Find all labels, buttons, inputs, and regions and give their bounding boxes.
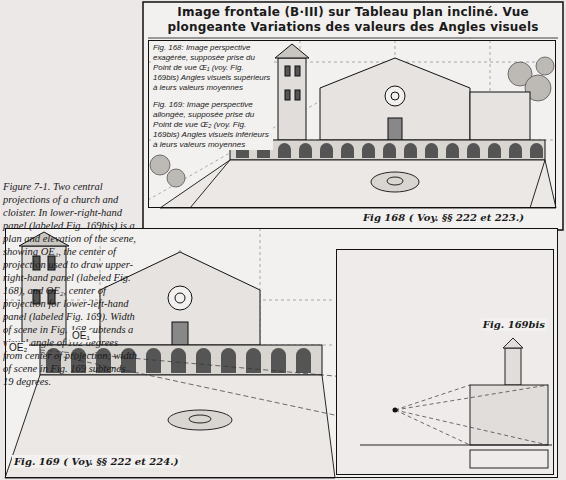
arch <box>488 143 501 158</box>
arch <box>446 143 459 158</box>
arch <box>404 143 417 158</box>
panel-label: Fig. 169bis <box>481 318 547 331</box>
arch <box>383 143 396 158</box>
panel-label: Fig. 169 ( Voy. §§ 222 et 224.) <box>12 455 180 468</box>
arch <box>362 143 375 158</box>
figure-caption: Figure 7-1. Two central projections of a… <box>3 180 137 388</box>
arch <box>296 348 311 373</box>
arch <box>530 143 543 158</box>
cloister-courtyard <box>5 375 335 478</box>
arch <box>171 348 186 373</box>
bell-tower <box>275 44 309 140</box>
title-rule <box>148 38 558 39</box>
viewpoint-label: OE₂ <box>7 342 29 354</box>
arch <box>467 143 480 158</box>
figure-panel: Fig. 169 ( Voy. §§ 222 et 224.) Fig. 169b… <box>5 228 558 478</box>
perspective-grid <box>148 40 556 208</box>
cloister-courtyard <box>160 160 556 208</box>
cloister-arcade <box>236 143 543 158</box>
arch <box>320 143 333 158</box>
arch <box>509 143 522 158</box>
arch <box>196 348 211 373</box>
panel-ground <box>148 40 556 208</box>
plan-elevation <box>337 250 553 474</box>
arch <box>425 143 438 158</box>
figure-note: Fig. 168: Image perspective exagérée, su… <box>151 43 273 93</box>
arch <box>278 143 291 158</box>
figure-note: Fig. 169: Image perspective allongée, su… <box>151 100 273 150</box>
figure-panel: Fig. 169bis <box>336 249 554 475</box>
arch <box>221 348 236 373</box>
arch <box>299 143 312 158</box>
plate-frame <box>143 2 563 230</box>
church-facade <box>230 58 545 160</box>
viewpoint-label: OE₁ <box>70 330 92 342</box>
arch <box>271 348 286 373</box>
arch <box>146 348 161 373</box>
panel-label: Fig 168 ( Voy. §§ 222 et 223.) <box>361 211 526 224</box>
arch <box>341 143 354 158</box>
plate-title: Image frontale (B·III) sur Tableau plan … <box>152 5 554 35</box>
